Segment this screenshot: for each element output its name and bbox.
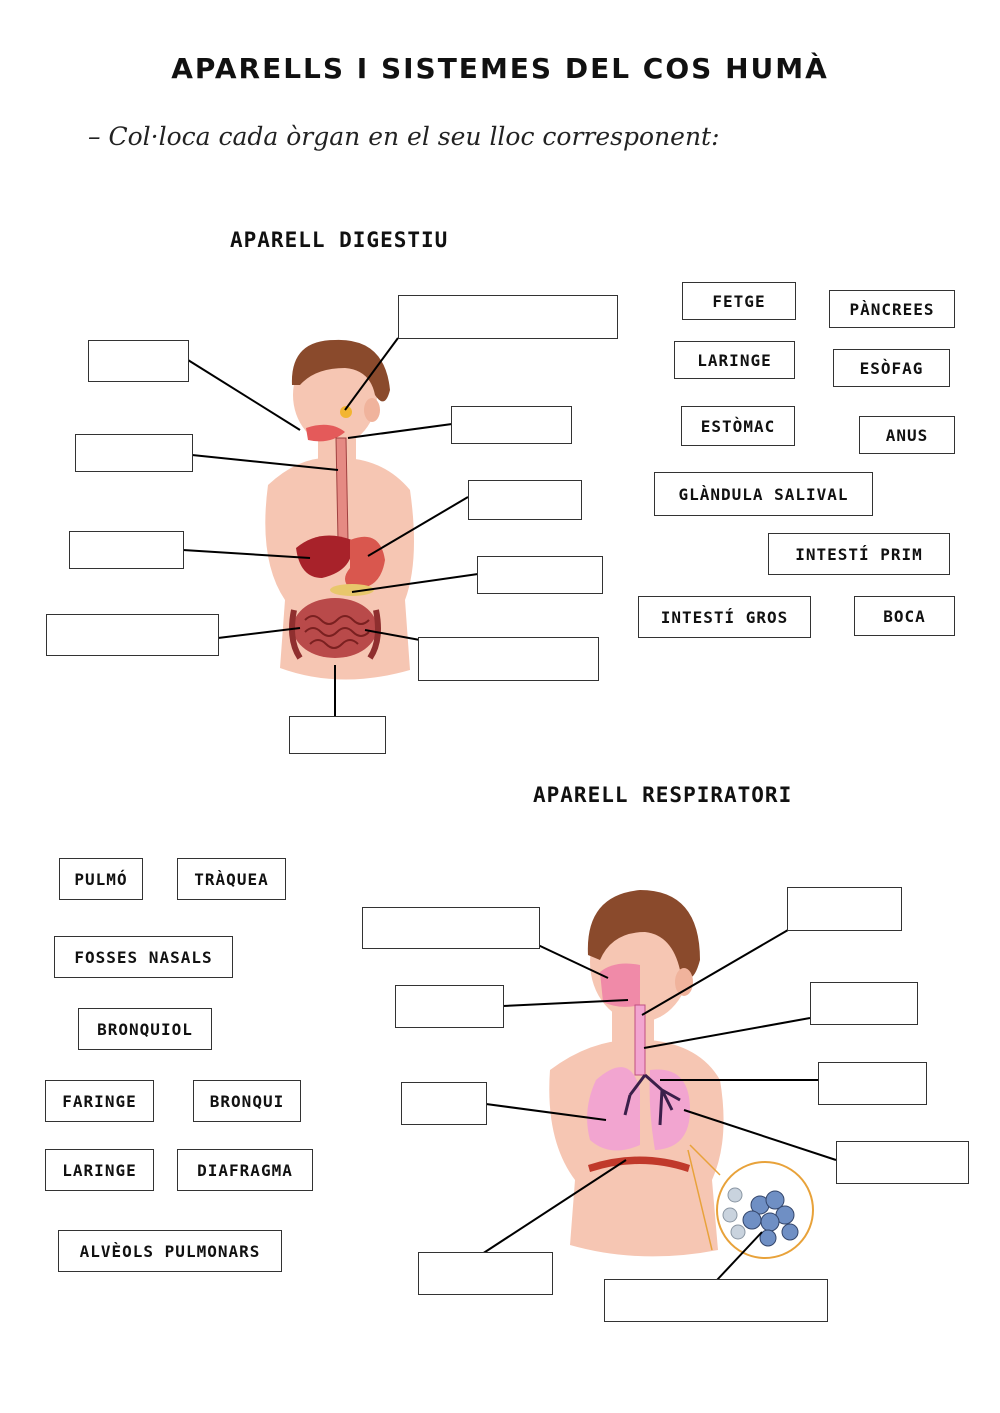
- respiratory-body-illustration: [549, 890, 814, 1259]
- respiratory-answer-slot[interactable]: [836, 1141, 969, 1184]
- word-card-esofag[interactable]: ESÒFAG: [833, 349, 950, 387]
- digestive-answer-slot[interactable]: [398, 295, 618, 339]
- word-card-fosses-nasals[interactable]: FOSSES NASALS: [54, 936, 233, 978]
- word-card-intesti-gros[interactable]: INTESTÍ GROS: [638, 596, 811, 638]
- word-card-faringe[interactable]: FARINGE: [45, 1080, 154, 1122]
- respiratory-answer-slot[interactable]: [401, 1082, 487, 1125]
- word-card-intesti-prim[interactable]: INTESTÍ PRIM: [768, 533, 950, 575]
- respiratory-answer-slot[interactable]: [604, 1279, 828, 1322]
- word-card-glandula-salival[interactable]: GLÀNDULA SALIVAL: [654, 472, 873, 516]
- page-title: APARELLS I SISTEMES DEL COS HUMÀ: [171, 52, 829, 85]
- digestive-answer-slot[interactable]: [418, 637, 599, 681]
- respiratory-answer-slot[interactable]: [787, 887, 902, 931]
- word-card-laringe[interactable]: LARINGE: [674, 341, 795, 379]
- digestive-answer-slot[interactable]: [451, 406, 572, 444]
- respiratory-answer-slot[interactable]: [818, 1062, 927, 1105]
- word-card-estomac[interactable]: ESTÒMAC: [681, 406, 795, 446]
- word-card-boca[interactable]: BOCA: [854, 596, 955, 636]
- word-card-diafragma[interactable]: DIAFRAGMA: [177, 1149, 313, 1191]
- word-card-alveols-pulmonars[interactable]: ALVÈOLS PULMONARS: [58, 1230, 282, 1272]
- digestive-section-title: APARELL DIGESTIU: [230, 228, 449, 252]
- digestive-answer-slot[interactable]: [88, 340, 189, 382]
- digestive-answer-slot[interactable]: [468, 480, 582, 520]
- word-card-pulmo[interactable]: PULMÓ: [59, 858, 143, 900]
- word-card-bronqui[interactable]: BRONQUI: [193, 1080, 301, 1122]
- instruction-text: – Col·loca cada òrgan en el seu lloc cor…: [88, 122, 720, 151]
- word-card-bronquiol[interactable]: BRONQUIOL: [78, 1008, 212, 1050]
- respiratory-arrows: [481, 929, 837, 1281]
- digestive-answer-slot[interactable]: [477, 556, 603, 594]
- respiratory-section-title: APARELL RESPIRATORI: [533, 783, 793, 807]
- digestive-answer-slot[interactable]: [289, 716, 386, 754]
- word-card-pancrees[interactable]: PÀNCREES: [829, 290, 955, 328]
- respiratory-answer-slot[interactable]: [810, 982, 918, 1025]
- digestive-answer-slot[interactable]: [46, 614, 219, 656]
- word-card-fetge[interactable]: FETGE: [682, 282, 796, 320]
- word-card-traquea[interactable]: TRÀQUEA: [177, 858, 286, 900]
- digestive-answer-slot[interactable]: [69, 531, 184, 569]
- digestive-answer-slot[interactable]: [75, 434, 193, 472]
- respiratory-answer-slot[interactable]: [362, 907, 540, 949]
- digestive-arrows: [182, 337, 479, 716]
- respiratory-answer-slot[interactable]: [418, 1252, 553, 1295]
- word-card-anus[interactable]: ANUS: [859, 416, 955, 454]
- word-card-laringe[interactable]: LARINGE: [45, 1149, 154, 1191]
- respiratory-answer-slot[interactable]: [395, 985, 504, 1028]
- digestive-body-illustration: [265, 339, 414, 680]
